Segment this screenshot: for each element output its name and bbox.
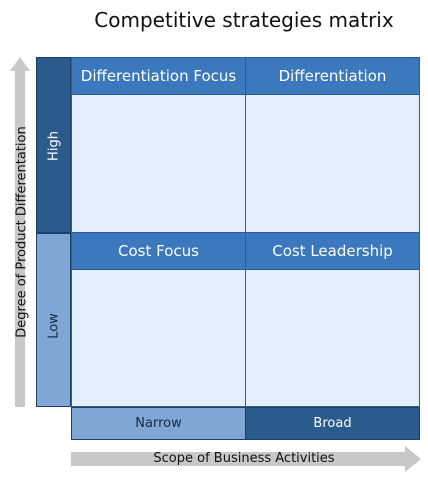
quadrant-cost-focus: Cost Focus	[71, 232, 246, 407]
col-band-broad: Broad	[245, 407, 420, 440]
x-axis-label: Scope of Business Activities	[153, 451, 335, 466]
quadrant-differentiation-focus: Differentiation Focus	[71, 57, 246, 233]
diagram-title: Competitive strategies matrix	[94, 8, 394, 32]
row-band-low-label: Low	[46, 313, 61, 339]
quadrant-differentiation-focus-header: Differentiation Focus	[72, 58, 245, 95]
quadrant-cost-leadership-header: Cost Leadership	[246, 233, 419, 270]
quadrant-cost-focus-header: Cost Focus	[72, 233, 245, 270]
y-axis-label: Degree of Product Differentation	[14, 126, 30, 338]
y-axis-arrow	[10, 57, 30, 407]
quadrant-differentiation-header: Differentiation	[246, 58, 419, 95]
x-axis-arrow	[71, 446, 421, 472]
col-band-narrow: Narrow	[71, 407, 246, 440]
quadrant-differentiation: Differentiation	[245, 57, 420, 233]
quadrant-cost-leadership: Cost Leadership	[245, 232, 420, 407]
row-band-high: High	[36, 57, 71, 233]
row-band-low: Low	[36, 233, 71, 407]
row-band-high-label: High	[46, 131, 61, 161]
